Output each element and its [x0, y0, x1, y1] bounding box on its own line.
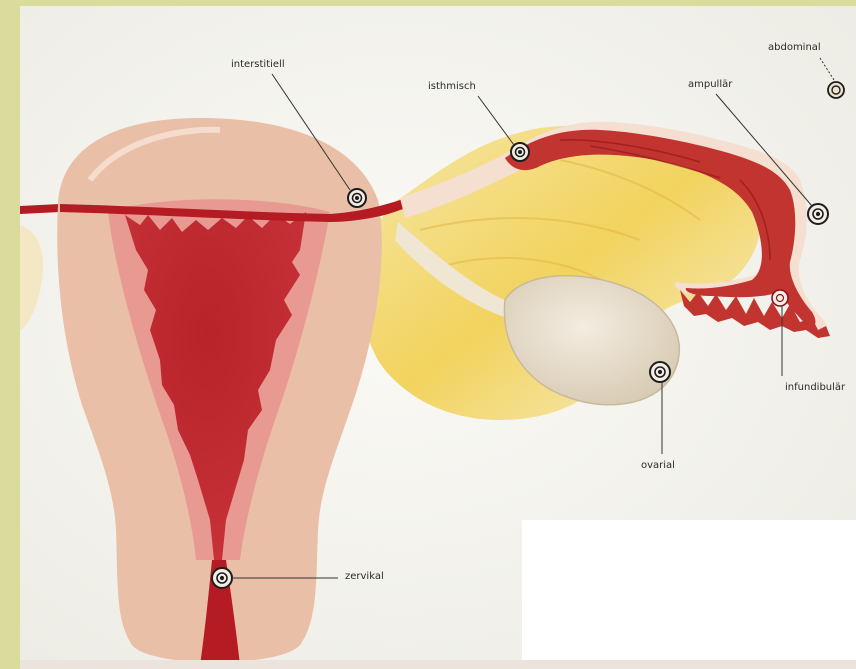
- label-isthmisch: isthmisch: [428, 81, 476, 93]
- label-zervikal: zervikal: [345, 571, 384, 583]
- blank-area: [522, 520, 856, 669]
- label-interstitiell: interstitiell: [231, 59, 285, 71]
- sac-infundibulaer: [772, 290, 788, 306]
- sac-isthmisch: [511, 143, 529, 161]
- sac-zervikal: [212, 568, 232, 588]
- sac-interstitiell: [348, 189, 366, 207]
- bottom-strip: [20, 660, 856, 669]
- sac-ampullaer: [808, 204, 828, 224]
- label-infundibulaer: infundibulär: [785, 382, 845, 394]
- label-ampullaer: ampullär: [688, 79, 732, 91]
- sac-ovarial: [650, 362, 670, 382]
- label-abdominal: abdominal: [768, 42, 821, 54]
- label-ovarial: ovarial: [641, 460, 675, 472]
- sac-abdominal: [828, 82, 844, 98]
